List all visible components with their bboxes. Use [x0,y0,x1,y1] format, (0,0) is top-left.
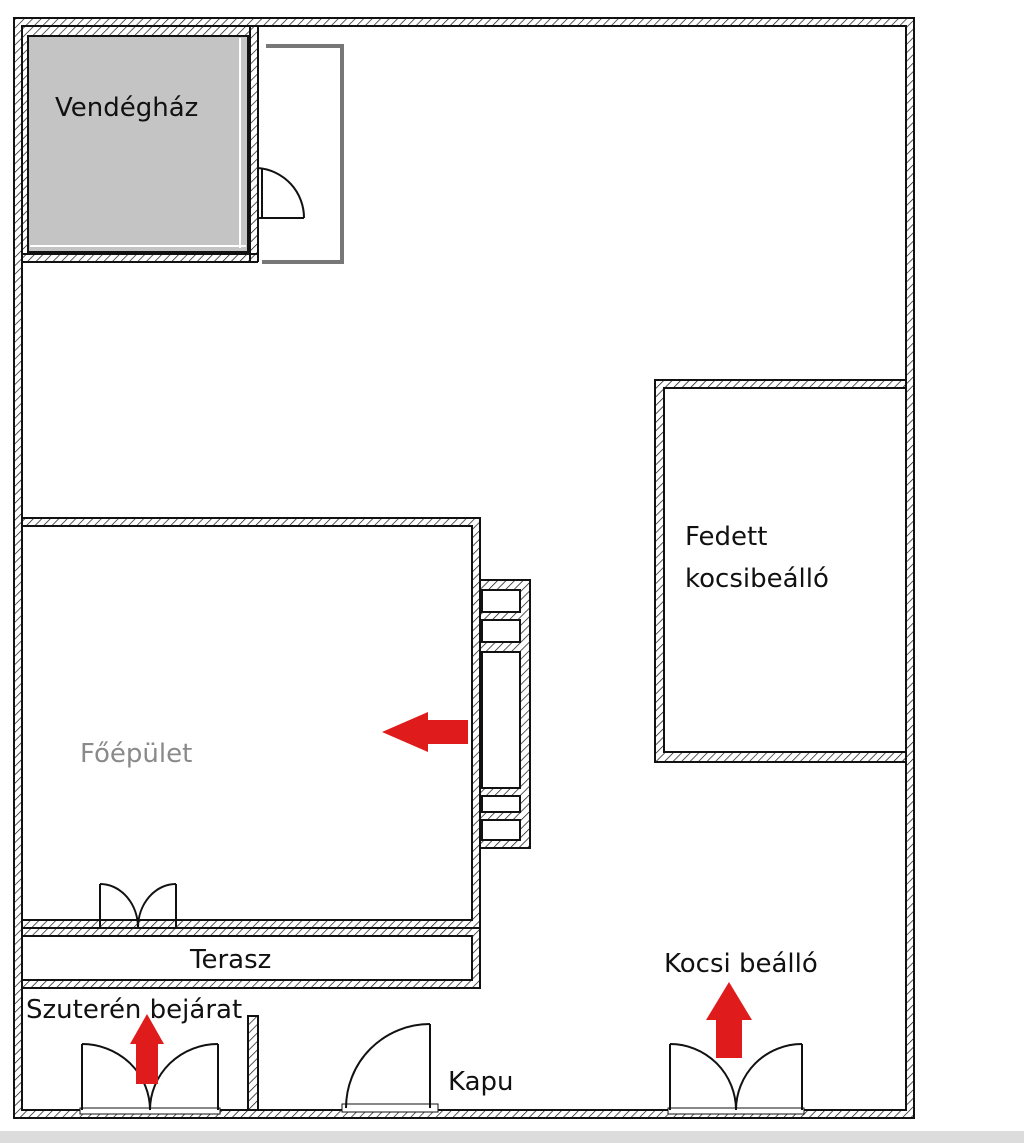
guest-house-label: Vendégház [55,93,198,123]
covered-carport: Fedett kocsibeálló [654,379,907,763]
arrow-up-car-icon [706,982,752,1058]
bottom-partition-wall [247,1015,259,1111]
bottom-strip [0,1131,1024,1143]
gate-door-icon [341,1023,439,1113]
terrace-label: Terasz [189,945,271,975]
car-entry-label: Kocsi beálló [664,949,818,979]
guest-house-door-icon [257,167,306,219]
covered-carport-label-line1: Fedett [685,522,767,552]
guest-house-fence [257,44,344,264]
main-building-label: Főépület [80,739,192,769]
basement-door-icon [79,1043,221,1115]
arrow-up-basement-icon [130,1014,164,1084]
main-building-annex [479,579,531,849]
terrace: Terasz [21,927,481,989]
basement-entrance-label: Szuterén bejárat [26,995,242,1025]
car-entry-door-icon [667,1043,805,1115]
arrow-left-icon [382,712,468,752]
covered-carport-label-line2: kocsibeálló [685,564,829,594]
guest-house: Vendégház [22,26,259,263]
gate-label: Kapu [448,1067,514,1097]
